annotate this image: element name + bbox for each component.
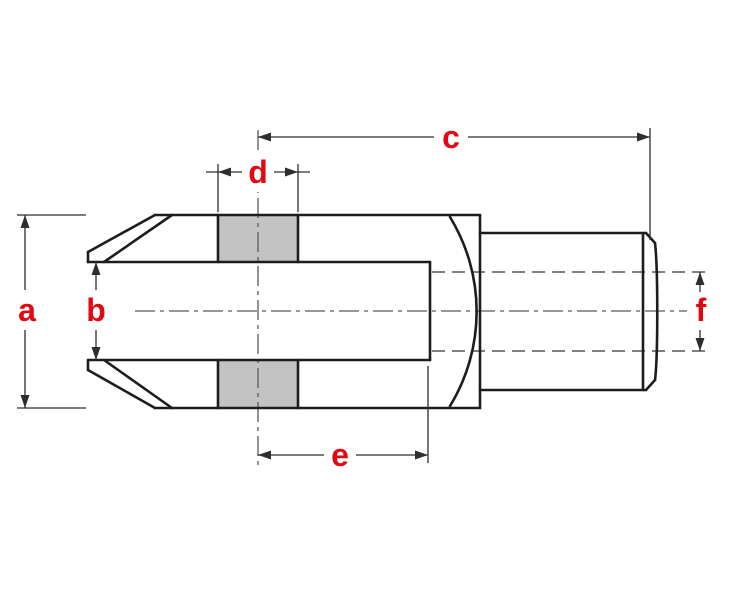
shank-end-face (653, 241, 659, 382)
dim-a-arrow-down (20, 395, 30, 408)
clevis-body-outline (86, 213, 482, 410)
threaded-shank-outline (478, 231, 659, 392)
upper-left-chamfer-outer (86, 213, 157, 254)
dimension-d: d (206, 152, 310, 212)
dimension-c: c (258, 117, 651, 240)
dimension-a-label: a (18, 292, 36, 328)
dim-b-arrow-down (91, 347, 101, 360)
dim-f-arrow-down (695, 338, 705, 351)
dimension-e: e (258, 366, 429, 475)
dimension-f: f (687, 272, 715, 351)
dim-d-label-bg (242, 152, 274, 192)
upper-left-chamfer-inner (102, 213, 174, 264)
center-lines (135, 130, 688, 470)
dim-e-arrow-left (258, 450, 271, 460)
dim-c-label-bg (434, 117, 468, 157)
shank-end-chamfer-bottom (644, 378, 657, 392)
fork-transition-arc (448, 215, 478, 408)
dim-f-label-bg (687, 292, 715, 330)
dim-f-arrow-up (695, 272, 705, 285)
dimension-b-label: b (86, 292, 106, 328)
dim-e-arrow-right (415, 450, 428, 460)
dim-d-arrow-right (285, 167, 298, 177)
dim-d-arrow-left (218, 167, 231, 177)
thread-hidden-lines (432, 271, 712, 352)
dim-b-label-bg (82, 290, 111, 330)
dimension-d-label: d (248, 154, 268, 190)
dim-a-arrow-up (20, 215, 30, 228)
dimension-b: b (82, 262, 111, 360)
dimension-f-label: f (696, 292, 707, 328)
lower-left-chamfer-outer (86, 368, 157, 410)
dim-a-label-bg (12, 290, 40, 330)
lower-left-chamfer-inner (102, 358, 174, 410)
dimension-c-label: c (442, 119, 460, 155)
dimension-a: a (12, 214, 86, 409)
dim-c-arrow-right (637, 132, 650, 142)
dim-c-arrow-left (258, 132, 271, 142)
dim-b-arrow-up (91, 262, 101, 275)
dim-e-label-bg (324, 435, 356, 475)
dimension-e-label: e (331, 437, 349, 473)
